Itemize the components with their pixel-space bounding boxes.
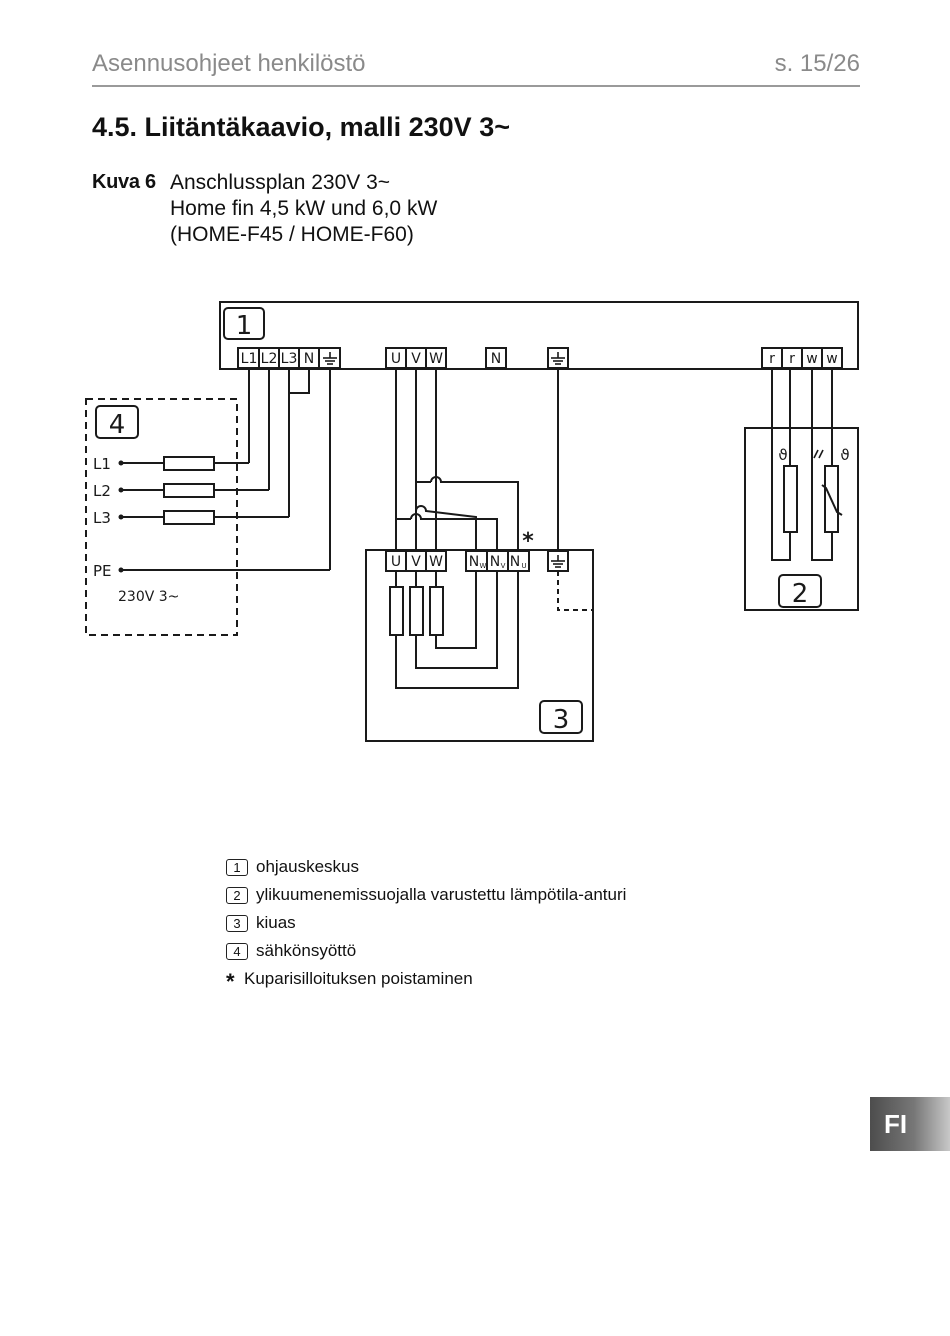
header-title: Asennusohjeet henkilöstö [92, 50, 366, 77]
unit-label-box [223, 307, 265, 340]
legend-item: 2 ylikuumenemissuojalla varustettu lämpö… [226, 881, 626, 909]
heating-element [429, 586, 444, 636]
terminal-label: r [769, 351, 775, 367]
legend-item: * Kuparisilloituksen poistaminen [226, 965, 626, 993]
figure-caption: Anschlussplan 230V 3~ Home fin 4,5 kW un… [170, 170, 437, 248]
terminal-label: r [789, 351, 795, 367]
legend-item: 3 kiuas [226, 909, 626, 937]
supply-voltage: 230V 3~ [118, 589, 179, 605]
terminal-label: L2 [261, 351, 278, 367]
terminal-label: U [391, 351, 401, 367]
sensor-element [783, 465, 798, 533]
asterisk-icon: * [226, 969, 235, 994]
legend-text: kiuas [256, 913, 296, 932]
wiring-diagram: 1 4 3 2 L1 L2 L3 N U V W N r r w w U V W… [85, 301, 859, 742]
heating-element [409, 586, 424, 636]
unit-label-control: 1 [236, 311, 253, 341]
terminal-label: N [304, 351, 314, 367]
header-divider [92, 85, 860, 87]
caption-line: Anschlussplan 230V 3~ [170, 171, 391, 194]
terminal-block [485, 347, 507, 369]
caption-line: Home fin 4,5 kW und 6,0 kW [170, 197, 438, 220]
control-unit-box [219, 301, 859, 370]
legend-number: 1 [226, 858, 248, 876]
figure-label: Kuva 6 [92, 171, 156, 193]
caption-line: (HOME-F45 / HOME-F60) [170, 223, 414, 246]
unit-label-sensor: 2 [792, 579, 809, 609]
jumper-mark: * [522, 529, 534, 554]
legend-number: 4 [226, 942, 248, 960]
legend-text: ohjauskeskus [256, 857, 360, 876]
legend-text: Kuparisilloituksen poistaminen [244, 969, 473, 988]
terminal-label: W [429, 554, 443, 570]
fuse [163, 483, 215, 498]
supply-label: L2 [93, 482, 111, 500]
page-number: s. 15/26 [774, 50, 860, 77]
unit-label-box [778, 574, 822, 608]
legend-item: 4 sähkönsyöttö [226, 937, 626, 965]
terminal-label: w [826, 351, 837, 367]
unit-label-box [539, 700, 583, 734]
legend-number: 3 [226, 914, 248, 932]
terminal-label: N [490, 554, 500, 570]
terminal-subscript: V [501, 562, 506, 570]
fuse [163, 456, 215, 471]
terminal-label: N [491, 351, 501, 367]
supply-label: PE [93, 562, 112, 580]
terminal-label: L1 [241, 351, 258, 367]
legend-text: ylikuumenemissuojalla varustettu lämpöti… [256, 885, 627, 904]
terminal-subscript: W [480, 562, 487, 570]
legend-item: 1 ohjauskeskus [226, 853, 626, 881]
terminal-label: L3 [281, 351, 298, 367]
heating-element [389, 586, 404, 636]
section-title: 4.5. Liitäntäkaavio, malli 230V 3~ [92, 112, 510, 142]
legend: 1 ohjauskeskus 2 ylikuumenemissuojalla v… [226, 853, 626, 993]
terminal-label: N [510, 554, 520, 570]
terminal-label: W [429, 351, 443, 367]
terminal-label: N [469, 554, 479, 570]
legend-text: sähkönsyöttö [256, 941, 357, 960]
legend-number: 2 [226, 886, 248, 904]
temperature-symbol: ϑ [778, 446, 787, 464]
terminal-label: U [391, 554, 401, 570]
fuse [163, 510, 215, 525]
unit-label-supply: 4 [109, 410, 126, 440]
temperature-symbol: ϑ [840, 446, 849, 464]
language-tab: FI [870, 1097, 950, 1151]
unit-label-heater: 3 [553, 705, 570, 735]
supply-label: L1 [93, 455, 111, 473]
supply-label: L3 [93, 509, 111, 527]
terminal-label: w [806, 351, 817, 367]
sensor-box [744, 427, 859, 611]
terminal-label: V [411, 351, 421, 367]
terminal-subscript: U [521, 562, 526, 570]
unit-label-box [95, 405, 139, 439]
terminal-label: V [411, 554, 421, 570]
